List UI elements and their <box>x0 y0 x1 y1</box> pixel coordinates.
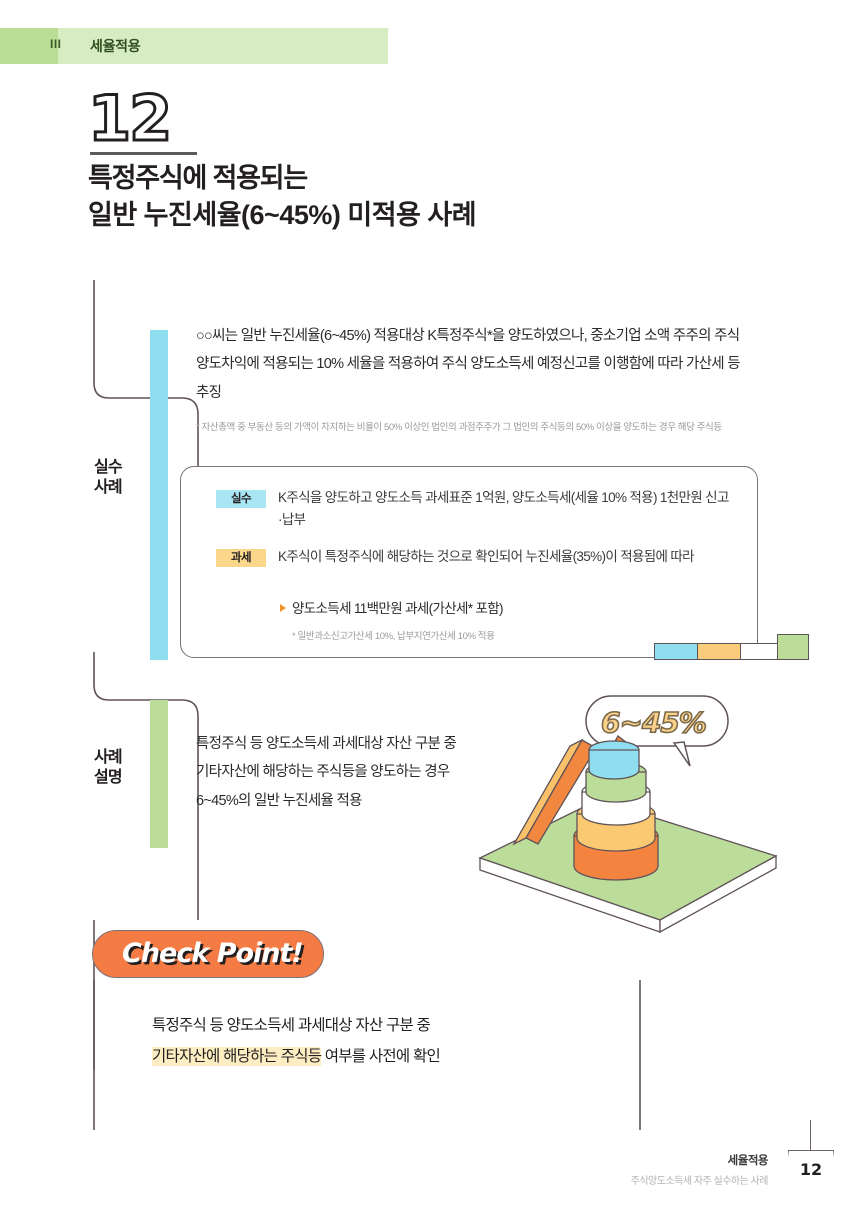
section-label-mistake-line2: 사례 <box>94 479 123 497</box>
footer-tab-stem <box>810 1120 812 1152</box>
check-point-line1: 특정주식 등 양도소득세 과세대상 자산 구분 중 <box>152 1017 431 1034</box>
mistake-detail-box <box>180 466 758 658</box>
footer-title: 세율적용 <box>727 1155 769 1167</box>
explanation-line-1: 특정주식 등 양도소득세 과세대상 자산 구분 중 <box>196 736 457 752</box>
ramp-shape <box>512 738 597 846</box>
mistake-footnote: * 자산총액 중 부동산 등의 가액이 차지하는 비율이 50% 이상인 법인의… <box>196 422 722 433</box>
explanation-line-3: 6~45%의 일반 누진세율 적용 <box>196 792 363 809</box>
page-section-number: 12 <box>86 82 173 155</box>
section-accent-bar-explanation <box>150 700 168 848</box>
tab-amber <box>697 643 741 660</box>
speech-bubble-shape <box>585 695 729 767</box>
footer-subtitle: 주식양도소득세 자주 실수하는 사례 <box>630 1176 769 1187</box>
chapter-number: III <box>50 37 62 51</box>
tax-row-text: K주식이 특정주식에 해당하는 것으로 확인되어 누진세율(35%)이 적용됨에… <box>278 549 695 564</box>
check-point-line2-rest: 여부를 사전에 확인 <box>321 1048 441 1065</box>
check-point-pill <box>92 930 324 978</box>
section-label-explanation-line2: 설명 <box>94 769 123 787</box>
section-label-mistake-line1: 실수 <box>94 459 123 476</box>
tax-row-note: * 일반과소신고가산세 10%, 납부지연가산세 10% 적용 <box>292 631 495 642</box>
section-accent-bar-mistake <box>150 330 168 660</box>
mistake-row-text: K주식을 양도하고 양도소득 과세표준 1억원, 양도소득세(세율 10% 적용… <box>278 490 729 527</box>
chapter-title: 세율적용 <box>90 38 141 54</box>
tab-cyan <box>654 643 698 660</box>
check-point-label: Check Point! <box>122 938 304 969</box>
bullet-triangle-icon <box>280 604 286 612</box>
section-number-rule <box>90 152 197 155</box>
page-title: 특정주식에 적용되는 일반 누진세율(6~45%) 미적용 사례 <box>88 160 728 235</box>
header-light-block <box>58 28 388 64</box>
tab-white <box>740 643 778 660</box>
badge-mistake: 실수 <box>216 490 266 508</box>
page-title-line2: 일반 누진세율(6~45%) 미적용 사례 <box>88 200 477 231</box>
check-point-highlight: 기타자산에 해당하는 주식등 <box>152 1047 322 1066</box>
header-dark-block <box>0 28 58 64</box>
mistake-paragraph: ○○씨는 일반 누진세율(6~45%) 적용대상 K특정주식*을 양도하였으나,… <box>196 328 741 401</box>
section-label-explanation: 사례 설명 <box>94 748 146 789</box>
badge-tax: 과세 <box>216 549 266 567</box>
check-point-body: 특정주식 등 양도소득세 과세대상 자산 구분 중 기타자산에 해당하는 주식등… <box>152 1010 672 1072</box>
explanation-line-2: 기타자산에 해당하는 주식등을 양도하는 경우 <box>196 764 450 781</box>
tab-green <box>777 634 809 660</box>
stacked-tower-illustration <box>478 695 778 934</box>
section-label-mistake: 실수 사례 <box>94 458 142 499</box>
chapter-header: III 세율적용 <box>0 28 400 64</box>
page-number: 12 <box>799 1160 823 1179</box>
page-title-line1: 특정주식에 적용되는 <box>88 163 308 193</box>
stack-layer-cyan <box>588 740 640 780</box>
tax-row-bullet: 양도소득세 11백만원 과세(가산세* 포함) <box>292 601 504 616</box>
bubble-rate-label: 6~45% <box>600 705 708 740</box>
section-label-explanation-line1: 사례 <box>94 749 123 766</box>
check-point-line2: 기타자산에 해당하는 주식등 여부를 사전에 확인 <box>152 1041 672 1072</box>
explanation-paragraph: 특정주식 등 양도소득세 과세대상 자산 구분 중 기타자산에 해당하는 주식등… <box>196 730 596 815</box>
